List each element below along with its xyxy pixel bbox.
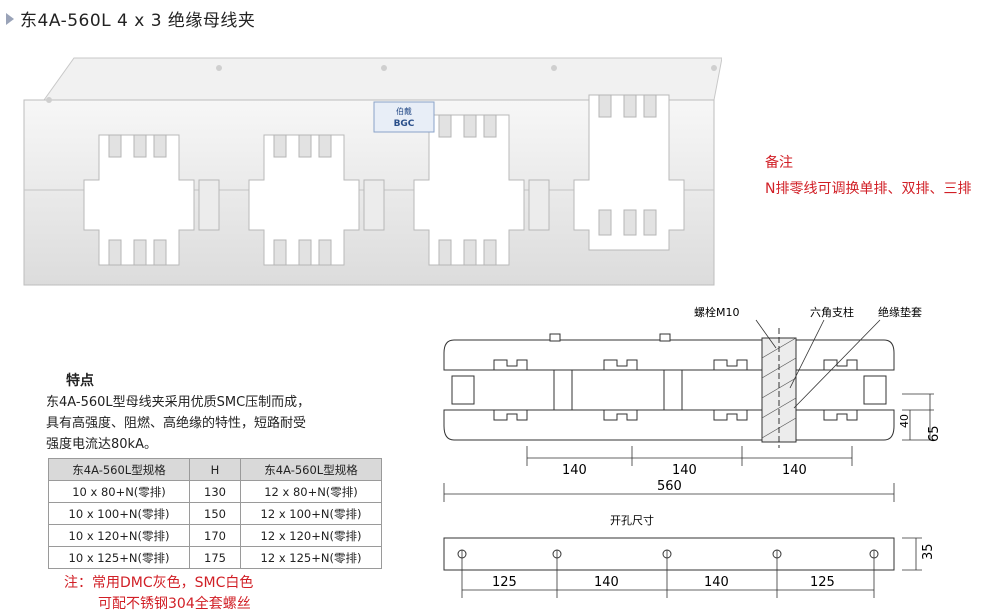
remark-block: 备注 N排零线可调换单排、双排、三排 — [765, 150, 971, 202]
table-cell: 150 — [189, 502, 241, 525]
sticker-line2: BGC — [394, 119, 415, 129]
spec-table: 东4A-560L型规格 H 东4A-560L型规格 10 x 80+N(零排) … — [48, 458, 382, 569]
dim-140: 140 — [704, 575, 729, 590]
dim-140: 140 — [562, 463, 587, 478]
dim-560: 560 — [657, 479, 682, 494]
label-bolt: 螺栓M10 — [694, 305, 740, 319]
page-title: 东4A-560L 4 x 3 绝缘母线夹 — [20, 11, 256, 31]
table-cell: 12 x 120+N(零排) — [240, 524, 382, 547]
table-row: 10 x 100+N(零排) 150 12 x 100+N(零排) — [48, 502, 382, 525]
remark-heading: 备注 — [765, 155, 793, 171]
remark-text: N排零线可调换单排、双排、三排 — [765, 181, 972, 197]
table-cell: 10 x 120+N(零排) — [48, 524, 190, 547]
table-cell: 10 x 125+N(零排) — [48, 546, 190, 569]
desc-line: 具有高强度、阻燃、高绝缘的特性，短路耐受 — [46, 416, 307, 431]
table-cell: 130 — [189, 480, 241, 503]
table-cell: 175 — [189, 546, 241, 569]
desc-line: 东4A-560L型母线夹采用优质SMC压制而成， — [46, 395, 311, 410]
table-header: 东4A-560L型规格 — [48, 458, 190, 481]
table-row: 10 x 125+N(零排) 175 12 x 125+N(零排) — [48, 546, 382, 569]
features-heading: 特点 — [66, 373, 94, 389]
dim-35: 35 — [921, 543, 936, 560]
hole-dimensions-title: 开孔尺寸 — [610, 513, 654, 527]
technical-drawing: 螺栓M10 六角支柱 绝缘垫套 140 140 140 560 40 65 开孔… — [443, 305, 942, 598]
warning-line1: 注：常用DMC灰色，SMC白色 — [64, 575, 254, 591]
dim-125: 125 — [492, 575, 517, 590]
label-hex-post: 六角支柱 — [810, 305, 854, 319]
dim-125: 125 — [810, 575, 835, 590]
dim-65: 65 — [927, 425, 942, 442]
title-row: 东4A-560L 4 x 3 绝缘母线夹 — [6, 6, 255, 31]
table-header: 东4A-560L型规格 — [240, 458, 382, 481]
dim-140: 140 — [672, 463, 697, 478]
table-header: H — [189, 458, 241, 481]
table-header-row: 东4A-560L型规格 H 东4A-560L型规格 — [48, 458, 382, 481]
table-cell: 12 x 100+N(零排) — [240, 502, 382, 525]
dim-140: 140 — [782, 463, 807, 478]
table-cell: 10 x 80+N(零排) — [48, 480, 190, 503]
table-cell: 12 x 125+N(零排) — [240, 546, 382, 569]
label-insulating-sleeve: 绝缘垫套 — [878, 305, 922, 319]
table-cell: 12 x 80+N(零排) — [240, 480, 382, 503]
dim-140: 140 — [594, 575, 619, 590]
sticker-line1: 伯戴 — [396, 106, 412, 116]
desc-line: 强度电流达80kA。 — [46, 437, 157, 452]
table-cell: 10 x 100+N(零排) — [48, 502, 190, 525]
triangle-bullet-icon — [6, 12, 14, 25]
table-cell: 170 — [189, 524, 241, 547]
product-photo: 伯戴 BGC — [23, 57, 722, 286]
table-row: 10 x 80+N(零排) 130 12 x 80+N(零排) — [48, 480, 382, 503]
dim-40: 40 — [898, 414, 911, 428]
warning-line2: 可配不锈钢304全套螺丝 — [98, 596, 251, 612]
table-row: 10 x 120+N(零排) 170 12 x 120+N(零排) — [48, 524, 382, 547]
features-description: 东4A-560L型母线夹采用优质SMC压制而成， 具有高强度、阻燃、高绝缘的特性… — [46, 392, 366, 455]
